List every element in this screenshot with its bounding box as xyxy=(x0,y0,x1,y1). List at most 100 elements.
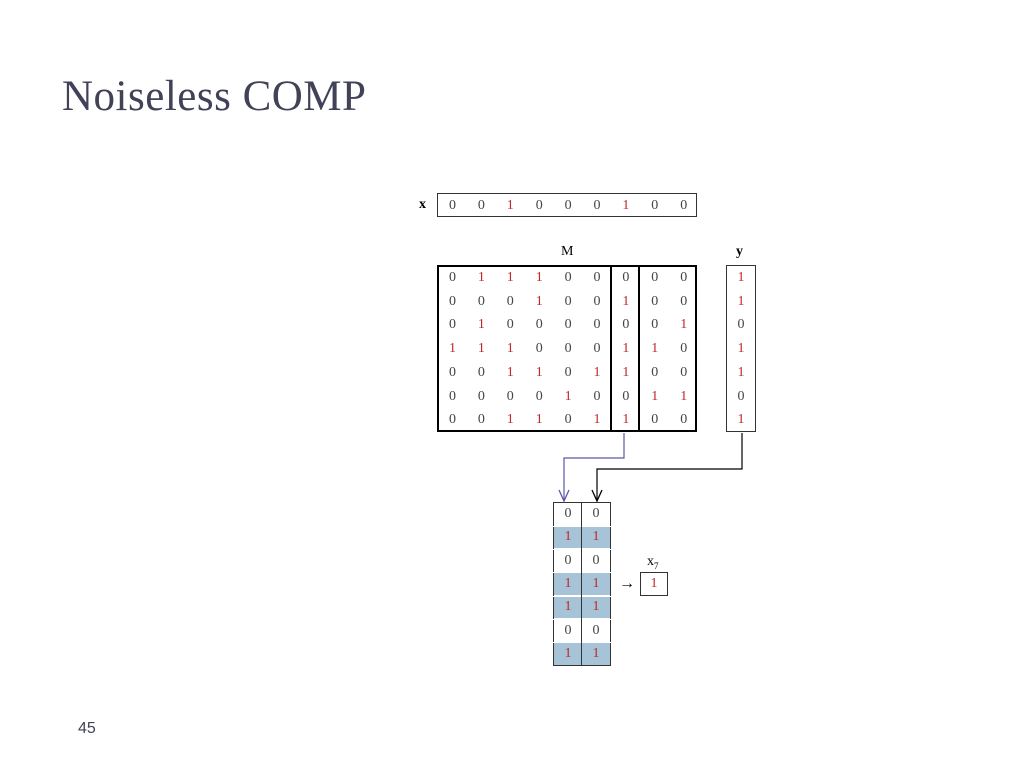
comparison-row-highlight xyxy=(554,596,610,619)
comparison-row-highlight xyxy=(554,526,610,549)
matrix-cell: 0 xyxy=(449,364,456,380)
matrix-cell: 1 xyxy=(506,412,514,428)
purple-arrowhead xyxy=(558,489,570,503)
matrix-cell: 0 xyxy=(564,317,572,333)
matrix-label: M xyxy=(561,244,574,259)
matrix-cell: 1 xyxy=(593,412,601,428)
y-vector-cell: 1 xyxy=(737,293,745,309)
matrix-cell: 1 xyxy=(651,388,659,404)
comparison-cell: 0 xyxy=(592,552,600,568)
matrix-highlight-column xyxy=(610,265,640,432)
matrix-cell: 0 xyxy=(651,270,659,285)
y-vector-box xyxy=(726,265,756,432)
page-title: Noiseless COMP xyxy=(62,73,367,120)
comparison-box xyxy=(553,502,611,666)
matrix-cell: 0 xyxy=(449,293,456,309)
x-vector-cell: 1 xyxy=(506,198,514,213)
matrix-cell: 1 xyxy=(506,270,514,285)
page-number: 45 xyxy=(78,720,96,737)
matrix-cell: 1 xyxy=(680,317,688,333)
y-to-comparison-arrow xyxy=(596,433,743,500)
x-vector-cell: 0 xyxy=(680,198,688,213)
matrix-cell: 0 xyxy=(506,293,514,309)
matrix-cell: 0 xyxy=(449,388,456,404)
result-label: x7 xyxy=(647,554,659,571)
matrix-cell: 0 xyxy=(680,341,688,357)
y-vector-cell: 1 xyxy=(737,341,745,357)
matrix-cell: 1 xyxy=(622,364,630,380)
result-value: 1 xyxy=(650,576,658,591)
matrix-cell: 0 xyxy=(680,412,688,428)
comparison-cell: 0 xyxy=(592,506,600,521)
matrix-cell: 0 xyxy=(449,317,456,333)
x-vector-cell: 0 xyxy=(535,198,543,213)
matrix-cell: 0 xyxy=(477,388,485,404)
matrix-cell: 0 xyxy=(449,270,456,285)
x-vector-label: x xyxy=(419,197,426,212)
matrix-cell: 1 xyxy=(449,341,456,357)
y-vector-cell: 0 xyxy=(737,388,745,404)
matrix-cell: 0 xyxy=(593,293,601,309)
matrix-cell: 0 xyxy=(477,412,485,428)
comparison-cell: 1 xyxy=(592,529,600,545)
matrix-cell: 0 xyxy=(535,341,543,357)
matrix-cell: 1 xyxy=(477,270,485,285)
matrix-cell: 0 xyxy=(680,293,688,309)
matrix-cell: 0 xyxy=(564,341,572,357)
matrix-cell: 1 xyxy=(680,388,688,404)
matrix-cell: 0 xyxy=(593,270,601,285)
matrix-cell: 0 xyxy=(651,364,659,380)
matrix-cell: 1 xyxy=(506,364,514,380)
comparison-cell: 0 xyxy=(564,506,572,521)
matrix-cell: 0 xyxy=(449,412,456,428)
matrix-cell: 1 xyxy=(535,412,543,428)
matrix-cell: 0 xyxy=(564,293,572,309)
matrix-cell: 1 xyxy=(651,341,659,357)
matrix-cell: 1 xyxy=(477,341,485,357)
x-vector-cell: 0 xyxy=(564,198,572,213)
y-vector-cell: 1 xyxy=(737,364,745,380)
comparison-row-separator xyxy=(553,619,611,620)
comparison-cell: 0 xyxy=(564,552,572,568)
matrix-cell: 1 xyxy=(535,293,543,309)
matrix-cell: 0 xyxy=(651,293,659,309)
matrix-cell: 0 xyxy=(680,270,688,285)
matrix-cell: 1 xyxy=(477,317,485,333)
comparison-cell: 0 xyxy=(592,622,600,638)
black-arrowhead xyxy=(591,489,603,503)
comparison-row-separator xyxy=(553,595,611,597)
x-vector-cell: 0 xyxy=(477,198,485,213)
y-vector-cell: 1 xyxy=(737,270,745,285)
matrix-cell: 0 xyxy=(680,364,688,380)
comparison-row-separator xyxy=(553,642,611,644)
matrix-cell: 0 xyxy=(593,317,601,333)
y-vector-label: y xyxy=(736,244,743,259)
y-vector-cell: 1 xyxy=(737,412,745,428)
matrix-cell: 0 xyxy=(564,412,572,428)
matrix-cell: 0 xyxy=(651,317,659,333)
result-arrow: → xyxy=(619,575,635,592)
matrix-cell: 1 xyxy=(622,341,630,357)
comparison-cell: 1 xyxy=(592,645,600,661)
result-label-main: x xyxy=(647,554,654,569)
matrix-cell: 1 xyxy=(535,270,543,285)
comparison-cell: 1 xyxy=(592,575,600,591)
matrix-cell: 0 xyxy=(622,317,630,333)
matrix-cell: 0 xyxy=(564,364,572,380)
x-vector-cell: 0 xyxy=(593,198,601,213)
comparison-row-separator xyxy=(553,525,611,527)
matrix-cell: 0 xyxy=(622,388,630,404)
matrix-cell: 1 xyxy=(593,364,601,380)
y-vector-cell: 0 xyxy=(737,317,745,333)
comparison-cell: 1 xyxy=(564,529,572,545)
comparison-cell: 0 xyxy=(564,622,572,638)
comparison-cell: 1 xyxy=(564,599,572,615)
matrix-cell: 0 xyxy=(535,388,543,404)
matrix-cell: 1 xyxy=(564,388,572,404)
x-vector-cell: 1 xyxy=(622,198,630,213)
matrix-cell: 1 xyxy=(622,293,630,309)
x-vector-cell: 0 xyxy=(449,198,456,213)
matrix-cell: 0 xyxy=(593,341,601,357)
matrix-cell: 0 xyxy=(477,293,485,309)
